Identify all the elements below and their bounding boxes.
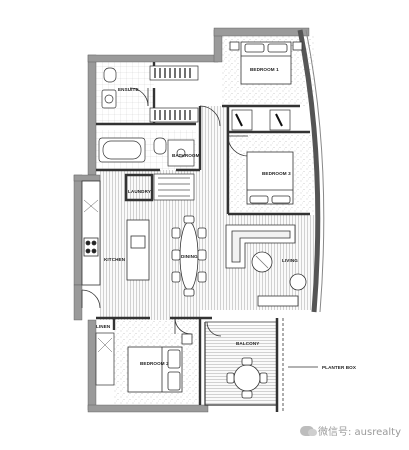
curved-facade xyxy=(297,29,321,313)
interior-walls xyxy=(96,62,310,405)
balcony-floor xyxy=(205,325,277,405)
watermark-text: 微信号: ausrealty xyxy=(317,427,401,438)
kitchen-counter xyxy=(81,180,101,286)
balcony-table xyxy=(226,357,268,399)
living-furniture xyxy=(225,224,307,307)
bathroom-fixtures xyxy=(98,137,195,167)
kitchen-island xyxy=(126,219,150,281)
label-bathroom: BATHROOM xyxy=(172,153,200,158)
label-laundry: LAUNDRY xyxy=(128,189,151,194)
label-dining: DINING xyxy=(181,254,198,259)
label-kitchen: KITCHEN xyxy=(104,257,126,262)
bed-bedroom-2 xyxy=(127,333,193,393)
bed-bedroom-3 xyxy=(246,151,294,205)
label-bedroom-2: BEDROOM 2 xyxy=(140,361,169,366)
label-ensuite: ENSUITE xyxy=(118,87,139,92)
label-linen: LINEN xyxy=(96,324,111,329)
ensuite-fixtures xyxy=(101,65,199,123)
balcony-railing xyxy=(204,318,284,412)
label-bedroom-3: BEDROOM 3 xyxy=(262,171,291,176)
exterior-walls xyxy=(73,27,310,413)
wechat-icon xyxy=(299,425,317,436)
watermark: 微信号: ausrealty xyxy=(299,423,401,438)
bed-bedroom-1 xyxy=(229,41,303,85)
wardrobe-bedroom-1 xyxy=(231,109,291,131)
label-balcony: BALCONY xyxy=(236,341,259,346)
label-planter-box: PLANTER BOX xyxy=(322,365,357,370)
corridor-floor xyxy=(200,106,228,136)
label-bedroom-1: BEDROOM 1 xyxy=(250,67,279,72)
linen-cupboard xyxy=(95,332,115,386)
label-living: LIVING xyxy=(282,258,298,263)
dining-set xyxy=(171,215,207,297)
laundry-fixtures xyxy=(153,173,195,201)
